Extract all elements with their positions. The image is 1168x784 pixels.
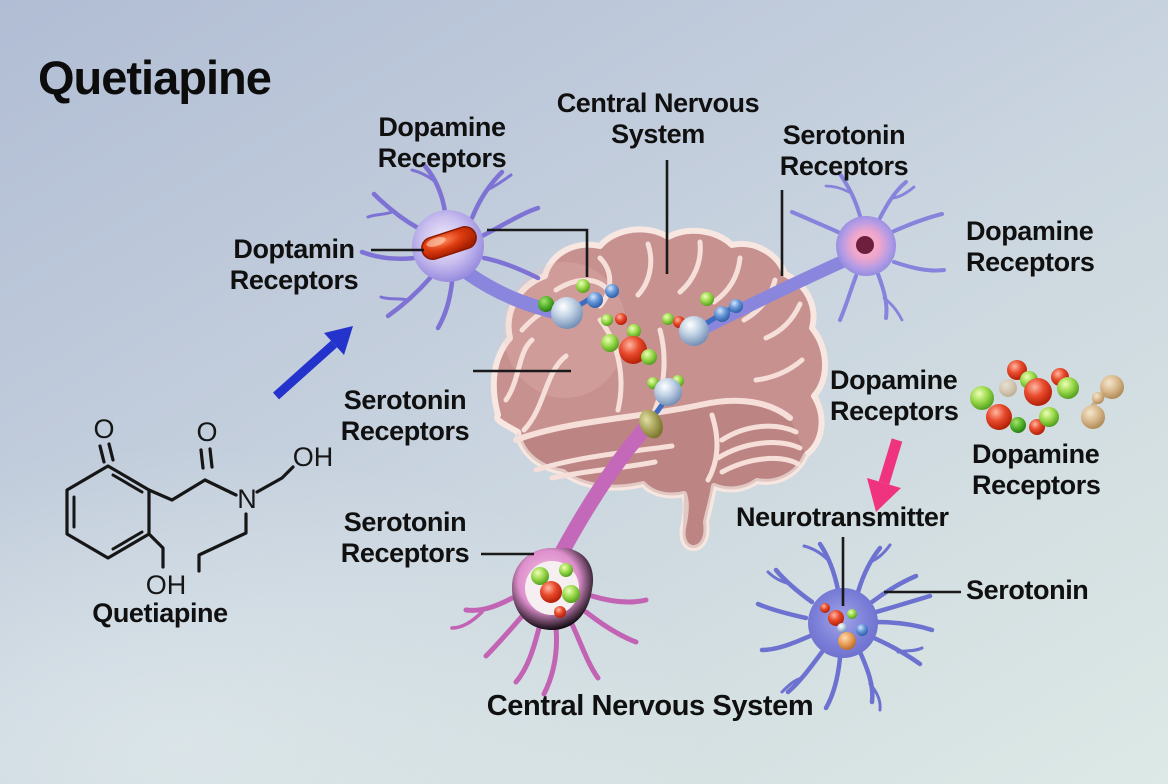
label-serotonin-receptors-mid-left: Serotonin Receptors [340,385,470,446]
label-dopamine-receptors-molecule: Dopamine Receptors [972,439,1101,500]
label-serotonin-receptors-top-right: Serotonin Receptors [779,120,909,181]
atom-nitrogen: N [237,484,257,514]
brain-lower-shading [516,400,806,549]
label-dopamine-receptors-right: Dopamine Receptors [966,216,1095,277]
terminal-roots [450,593,649,697]
leader-line-left-neuron-to-brain [487,228,589,277]
astrocyte-arms [755,541,935,712]
neuron-serotonin-terminal [450,548,649,697]
label-doptamin-receptors-left: Doptamin Receptors [229,234,359,295]
label-central-nervous-system-top: Central Nervous System [556,88,760,149]
quetiapine-capsule [421,225,477,261]
neuron-serotonin-right [790,172,946,322]
label-dopamine-receptors-top: Dopamine Receptors [377,112,507,173]
label-dopamine-receptors-arrow: Dopamine Receptors [830,365,959,426]
neuron-astrocyte-bottom-right [755,541,935,712]
leader-lines [371,160,961,606]
atom-ketone-o: O [93,414,114,444]
quetiapine-chemical-structure: O O OH N OH [65,414,334,600]
arrow-blue-quetiapine-to-neuron [272,326,353,400]
label-serotonin-receptors-bottom-left: Serotonin Receptors [340,507,470,568]
dopamine-molecule-cluster [970,360,1124,435]
dendrites [359,163,541,331]
arrow-pink-receptors-to-neurotransmitter [867,438,903,512]
dendrites [790,172,946,322]
neuron-dopamine-left [359,163,541,331]
label-neurotransmitter: Neurotransmitter [736,502,949,532]
neurotransmitter-molecules-brain [538,279,743,439]
atom-carbonyl-o: O [196,417,217,447]
label-quetiapine-structure: Quetiapine [92,598,228,628]
atom-hydroxyl-top: OH [293,442,334,472]
page-title: Quetiapine [38,51,272,104]
axon-pink-neuron [554,417,656,560]
nucleus [856,236,874,254]
atom-hydroxyl-bottom: OH [146,570,187,600]
label-serotonin-bottom-right: Serotonin [966,575,1089,605]
label-central-nervous-system-bottom: Central Nervous System [486,690,814,722]
